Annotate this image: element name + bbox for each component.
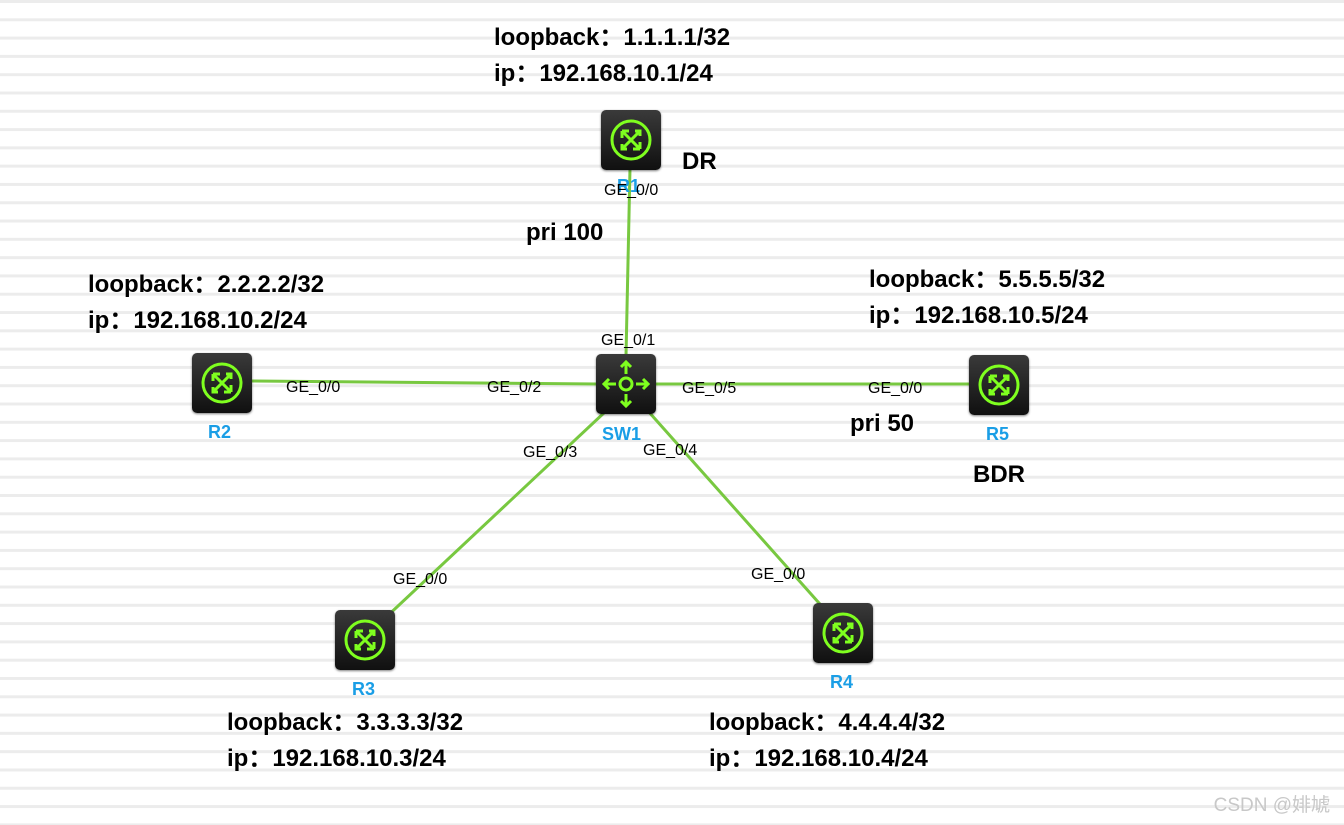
ip-label-r3: ip：192.168.10.3/24 bbox=[227, 745, 446, 772]
router-icon bbox=[201, 362, 243, 404]
router-r3[interactable] bbox=[335, 610, 395, 670]
device-name-r3: R3 bbox=[352, 679, 376, 699]
link-sw1-r4[interactable] bbox=[646, 410, 829, 613]
router-icon bbox=[978, 364, 1020, 406]
port-label-sw1-ge1: GE_0/1 bbox=[601, 332, 656, 349]
device-name-sw1: SW1 bbox=[602, 424, 642, 444]
info-block-r1: loopback：1.1.1.1/32 ip：192.168.10.1/24 bbox=[494, 20, 730, 92]
port-label-sw1-ge4: GE_0/4 bbox=[643, 442, 698, 459]
port-label-r1: GE_0/0 bbox=[604, 182, 659, 199]
port-label-r2: GE_0/0 bbox=[286, 379, 341, 396]
port-label-r3: GE_0/0 bbox=[393, 571, 448, 588]
device-name-r4: R4 bbox=[830, 672, 854, 692]
priority-label-r5: pri 50 bbox=[850, 410, 915, 437]
info-block-r5: loopback：5.5.5.5/32 ip：192.168.10.5/24 bbox=[869, 262, 1105, 334]
router-r2[interactable] bbox=[192, 353, 252, 413]
port-label-r4: GE_0/0 bbox=[751, 566, 806, 583]
router-icon bbox=[344, 619, 386, 661]
port-label-sw1-ge5: GE_0/5 bbox=[682, 380, 737, 397]
priority-label-r1: pri 100 bbox=[526, 219, 604, 246]
loopback-label-r2: loopback：2.2.2.2/32 bbox=[88, 271, 325, 298]
switch-sw1[interactable] bbox=[596, 354, 656, 414]
device-name-r1: R1 bbox=[617, 176, 641, 196]
router-r5[interactable] bbox=[969, 355, 1029, 415]
ip-label-r1: ip：192.168.10.1/24 bbox=[494, 60, 713, 87]
info-block-r3: loopback：3.3.3.3/32 ip：192.168.10.3/24 bbox=[227, 705, 463, 777]
link-r1-sw1[interactable] bbox=[624, 167, 632, 357]
loopback-label-r1: loopback：1.1.1.1/32 bbox=[494, 24, 731, 51]
ip-label-r4: ip：192.168.10.4/24 bbox=[709, 745, 928, 772]
ip-label-r2: ip：192.168.10.2/24 bbox=[88, 307, 307, 334]
device-name-r5: R5 bbox=[986, 424, 1010, 444]
router-r4[interactable] bbox=[813, 603, 873, 663]
info-block-r2: loopback：2.2.2.2/32 ip：192.168.10.2/24 bbox=[88, 267, 324, 339]
port-label-sw1-ge2: GE_0/2 bbox=[487, 379, 542, 396]
switch-icon bbox=[601, 359, 651, 409]
link-sw1-r3[interactable] bbox=[380, 409, 608, 623]
router-icon bbox=[610, 119, 652, 161]
loopback-label-r3: loopback：3.3.3.3/32 bbox=[227, 709, 464, 736]
info-block-r4: loopback：4.4.4.4/32 ip：192.168.10.4/24 bbox=[709, 705, 945, 777]
loopback-label-r5: loopback：5.5.5.5/32 bbox=[869, 266, 1106, 293]
port-label-sw1-ge3: GE_0/3 bbox=[523, 444, 578, 461]
port-label-r5: GE_0/0 bbox=[868, 380, 923, 397]
role-label-dr: DR bbox=[682, 148, 717, 175]
router-icon bbox=[822, 612, 864, 654]
device-name-r2: R2 bbox=[208, 422, 232, 442]
ip-label-r5: ip：192.168.10.5/24 bbox=[869, 302, 1088, 329]
watermark: CSDN @婔虓 bbox=[1213, 795, 1330, 816]
link-r2-sw1[interactable] bbox=[250, 379, 598, 386]
role-label-bdr: BDR bbox=[973, 461, 1025, 488]
router-r1[interactable] bbox=[601, 110, 661, 170]
loopback-label-r4: loopback：4.4.4.4/32 bbox=[709, 709, 946, 736]
